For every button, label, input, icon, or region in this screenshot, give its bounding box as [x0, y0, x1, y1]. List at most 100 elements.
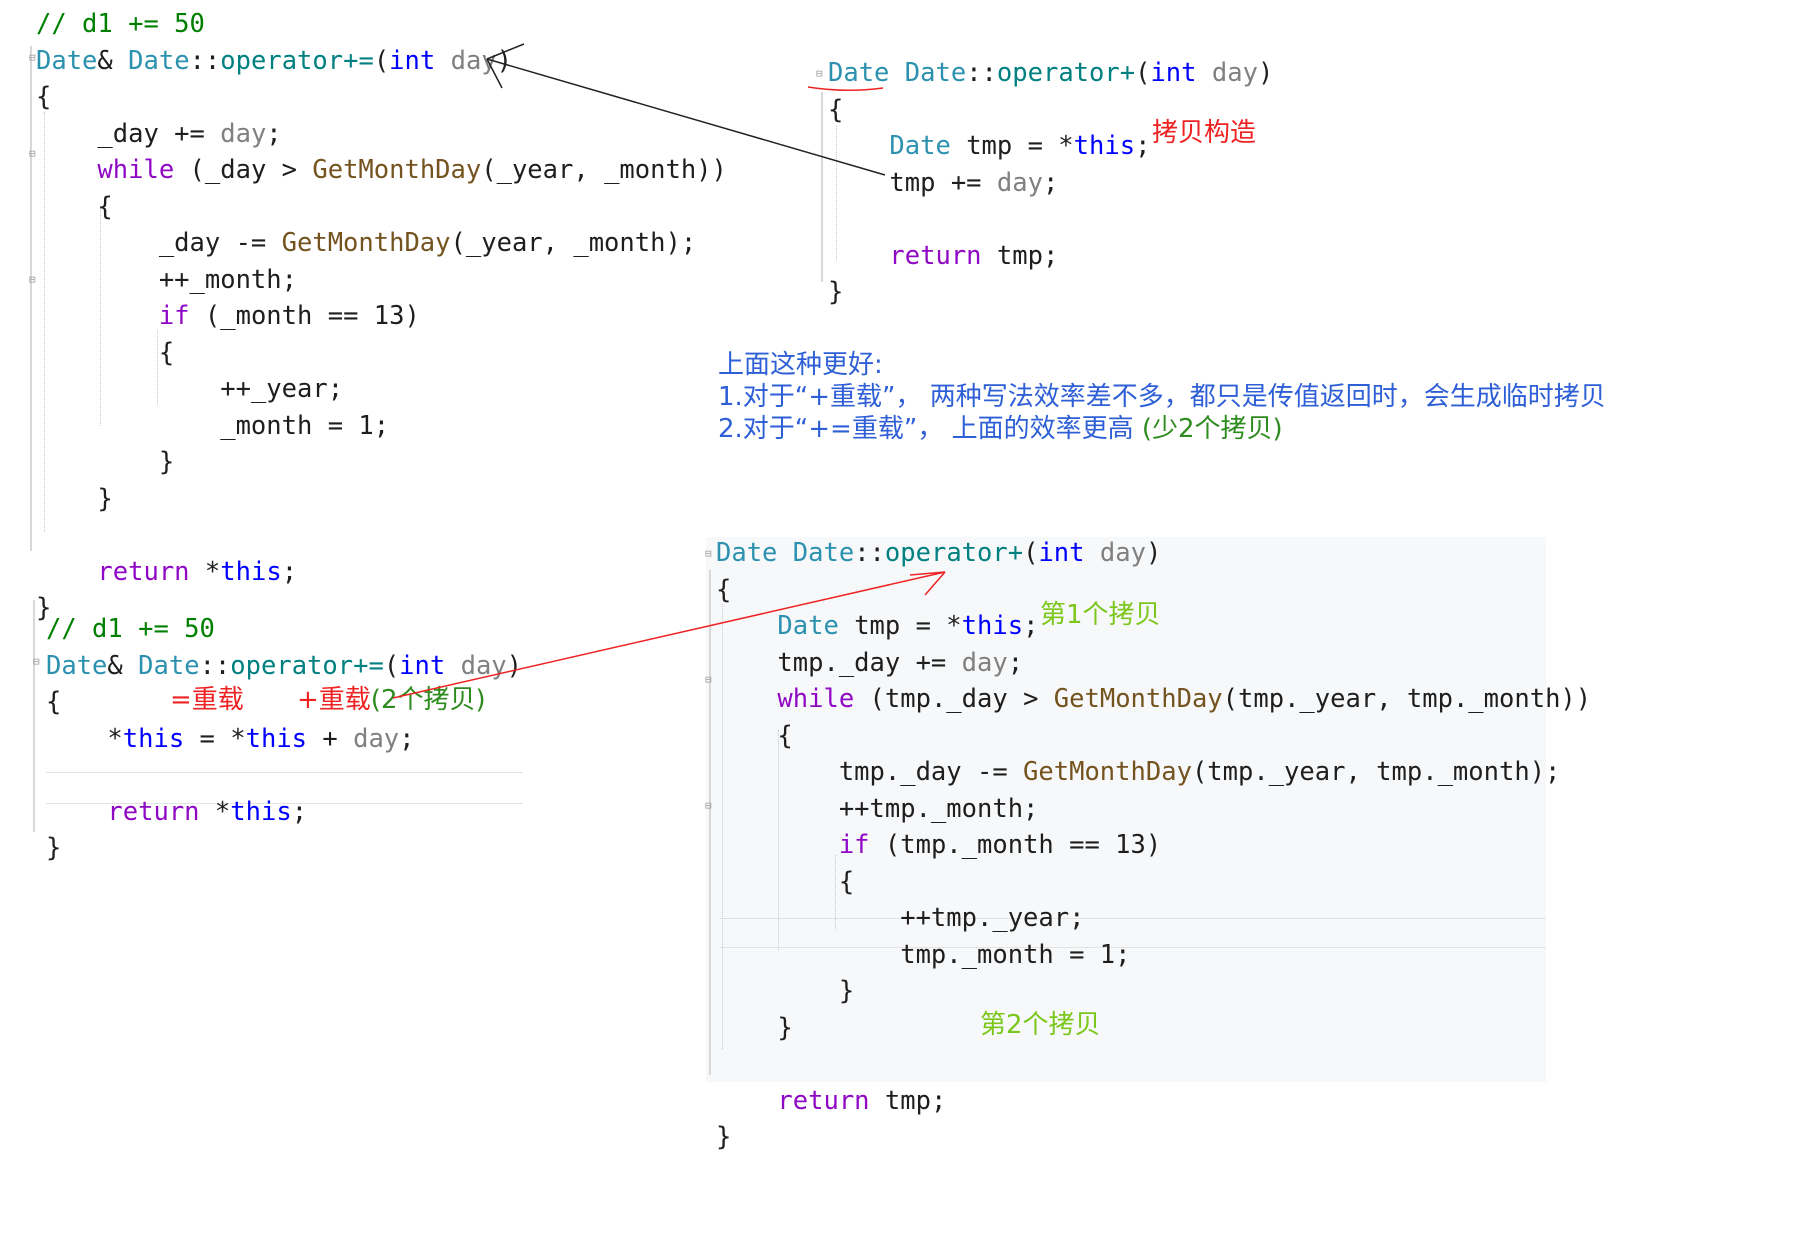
code-line: } [828, 274, 1273, 311]
code-token: operator+ [884, 538, 1024, 568]
code-token: tmp._day += [716, 647, 962, 678]
code-token: ; [1042, 167, 1059, 198]
indent-guide [836, 126, 837, 261]
note-copy-1: 第1个拷贝 [1040, 600, 1161, 630]
code-token: ; [399, 723, 415, 754]
code-token: day [961, 647, 1008, 678]
underline-return-type [807, 86, 884, 92]
code-line: while (tmp._day > GetMonthDay(tmp._year,… [716, 681, 1591, 718]
code-token: (_year, _month); [450, 228, 697, 258]
code-token: _month = 1; [36, 410, 390, 441]
code-token: ++tmp._year; [716, 903, 1085, 933]
code-token: Date [138, 650, 200, 681]
code-token: return [107, 796, 200, 827]
indent-guide [157, 330, 158, 405]
code-line: // d1 += 50 [46, 611, 522, 648]
code-token: ; [291, 796, 308, 827]
code-token: ) [1145, 538, 1162, 568]
code-line: Date& Date::operator+=(int day) [36, 43, 727, 80]
code-token: _day -= [36, 228, 282, 258]
code-line: } [716, 973, 1591, 1010]
code-line: _day -= GetMonthDay(_year, _month); [36, 225, 727, 262]
fold-toggle-icon[interactable]: ⊟ [33, 655, 40, 668]
code-line: { [36, 335, 727, 372]
fold-toggle-icon[interactable]: ⊟ [816, 67, 823, 80]
fold-toggle-icon[interactable]: ⊟ [705, 799, 712, 812]
code-line: // d1 += 50 [36, 6, 727, 43]
note-line-2-detail: (少2个拷贝) [1141, 414, 1283, 444]
code-token: ++tmp._month; [716, 793, 1039, 824]
code-token: Date [36, 45, 98, 76]
code-token: ; [1007, 647, 1024, 678]
fold-toggle-icon[interactable]: ⊟ [705, 547, 712, 560]
code-token: :: [854, 538, 885, 568]
code-token: operator+= [220, 45, 374, 76]
code-token: { [36, 337, 175, 368]
code-token: day [996, 167, 1043, 198]
code-token: this [122, 723, 185, 754]
code-line: Date tmp = *this; [716, 608, 1591, 645]
current-line-highlight [46, 772, 523, 804]
code-line: } [716, 1119, 1591, 1156]
indent-guide [100, 206, 101, 426]
code-token: tmp; [869, 1085, 947, 1116]
code-token: tmp._month = 1; [716, 939, 1131, 970]
code-token: int [1038, 538, 1085, 568]
arrow-head-icon [486, 43, 525, 89]
code-token: & [107, 650, 139, 681]
code-line: ++tmp._month; [716, 791, 1591, 828]
code-token: ++_month; [36, 264, 297, 295]
fold-toggle-icon[interactable]: ⊟ [29, 147, 36, 160]
code-token: tmp = * [950, 131, 1074, 161]
code-gutter [33, 600, 35, 832]
code-line: if (_month == 13) [36, 298, 727, 335]
code-token: this [1073, 131, 1136, 161]
code-line: } [36, 481, 727, 518]
code-token: } [36, 593, 52, 623]
code-token: tmp = * [838, 611, 962, 641]
code-line: Date Date::operator+(int day) [716, 535, 1591, 572]
code-line: return *this; [36, 554, 727, 591]
code-token: int [389, 45, 436, 76]
code-token: day [460, 650, 507, 681]
code-token: GetMonthDay [312, 155, 482, 185]
code-line: return tmp; [828, 238, 1273, 275]
current-line-highlight [720, 918, 1546, 948]
fold-toggle-icon[interactable]: ⊟ [705, 673, 712, 686]
code-token: tmp; [981, 240, 1059, 271]
note-title: 上面这种更好: [718, 350, 883, 380]
code-token: ( [1023, 538, 1039, 568]
code-token: GetMonthDay [1023, 757, 1192, 787]
code-token: { [716, 720, 793, 751]
code-token: Date [128, 45, 190, 76]
code-line: ++_month; [36, 262, 727, 299]
code-token: return [889, 240, 982, 271]
fold-toggle-icon[interactable]: ⊟ [29, 51, 36, 64]
code-token: } [828, 277, 844, 307]
code-token: int [1150, 58, 1197, 88]
code-token: { [36, 191, 113, 222]
arrow-to-plus-operator [392, 571, 946, 699]
note-plus-overload-label: +重载 [297, 685, 371, 715]
fold-toggle-icon[interactable]: ⊟ [29, 273, 36, 286]
code-token: return [97, 556, 190, 587]
code-line: tmp._day += day; [716, 645, 1591, 682]
code-line: Date Date::operator+(int day) [828, 55, 1273, 92]
code-gutter [709, 570, 711, 1075]
code-token: Date [46, 650, 108, 681]
code-token: { [36, 82, 52, 112]
code-token: tmp += [828, 167, 997, 198]
note-line-1: 1.对于“+重载”， 两种写法效率差不多，都只是传值返回时，会生成临时拷贝 [718, 382, 1606, 412]
code-token: ) [506, 650, 523, 681]
code-token: day [353, 723, 400, 754]
code-line: _day += day; [36, 116, 727, 153]
code-token: tmp._day -= [716, 757, 1024, 787]
code-token: ( [383, 650, 400, 681]
code-token: } [716, 1122, 732, 1152]
code-line: tmp += day; [828, 165, 1273, 202]
code-token: (tmp._month == 13) [869, 830, 1162, 860]
code-token: if [838, 830, 870, 860]
code-token: GetMonthDay [281, 228, 451, 258]
